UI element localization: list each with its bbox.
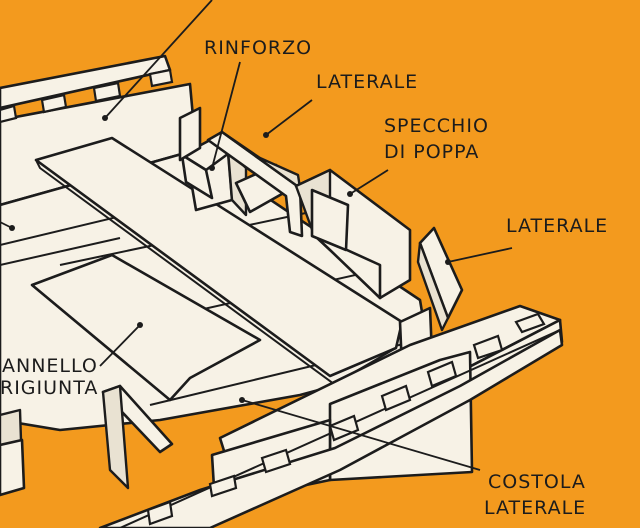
label-pannello-line2: RIGIUNTA bbox=[0, 377, 98, 399]
label-pannello-line1: ANNELLO bbox=[2, 355, 98, 377]
bottom-left-pieces bbox=[0, 408, 26, 497]
label-laterale-top: LATERALE bbox=[316, 71, 418, 93]
label-specchio-line1: SPECCHIO bbox=[384, 115, 489, 137]
leader-lines bbox=[0, 0, 513, 471]
laterale-right-panel bbox=[416, 226, 464, 332]
label-costola-line2: LATERALE bbox=[484, 497, 586, 519]
pannello-panel bbox=[30, 253, 262, 402]
label-rinforzo: RINFORZO bbox=[204, 37, 312, 59]
label-costola-line1: COSTOLA bbox=[488, 471, 586, 493]
label-specchio-line2: DI POPPA bbox=[384, 141, 479, 163]
label-laterale-right: LATERALE bbox=[506, 215, 608, 237]
floor-fin bbox=[101, 384, 174, 490]
costola-laterale bbox=[98, 304, 564, 528]
